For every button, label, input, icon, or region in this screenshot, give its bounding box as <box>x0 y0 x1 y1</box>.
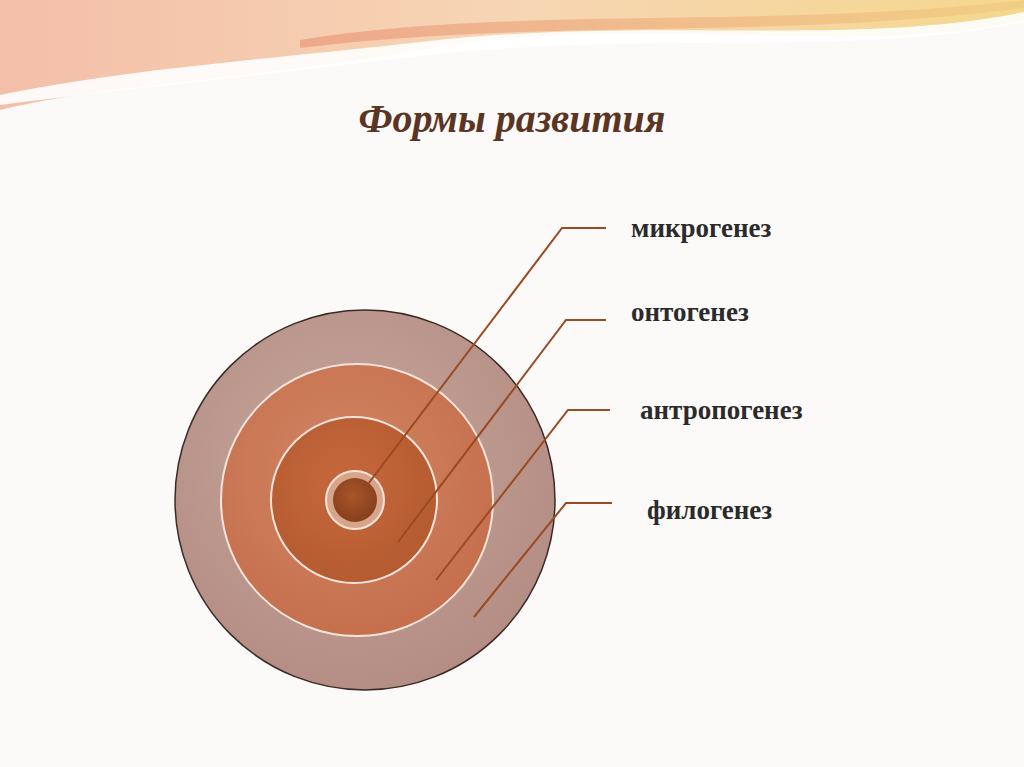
second-circle <box>221 364 493 636</box>
slide-title: Формы развития <box>359 95 666 142</box>
leader-line <box>362 228 606 492</box>
leader-line <box>436 410 610 580</box>
form-label: микрогенез <box>631 213 771 244</box>
leader-lines <box>362 228 612 617</box>
wave-stripe <box>300 0 1024 48</box>
form-label: онтогенез <box>631 297 749 328</box>
third-circle <box>271 417 437 583</box>
top-wave <box>0 0 1024 110</box>
leader-line <box>398 320 606 542</box>
leader-line <box>474 503 612 617</box>
inner-circle <box>333 478 377 522</box>
inner-ring <box>326 471 384 529</box>
form-label: филогенез <box>647 495 772 526</box>
form-label: антропогенез <box>640 395 803 426</box>
